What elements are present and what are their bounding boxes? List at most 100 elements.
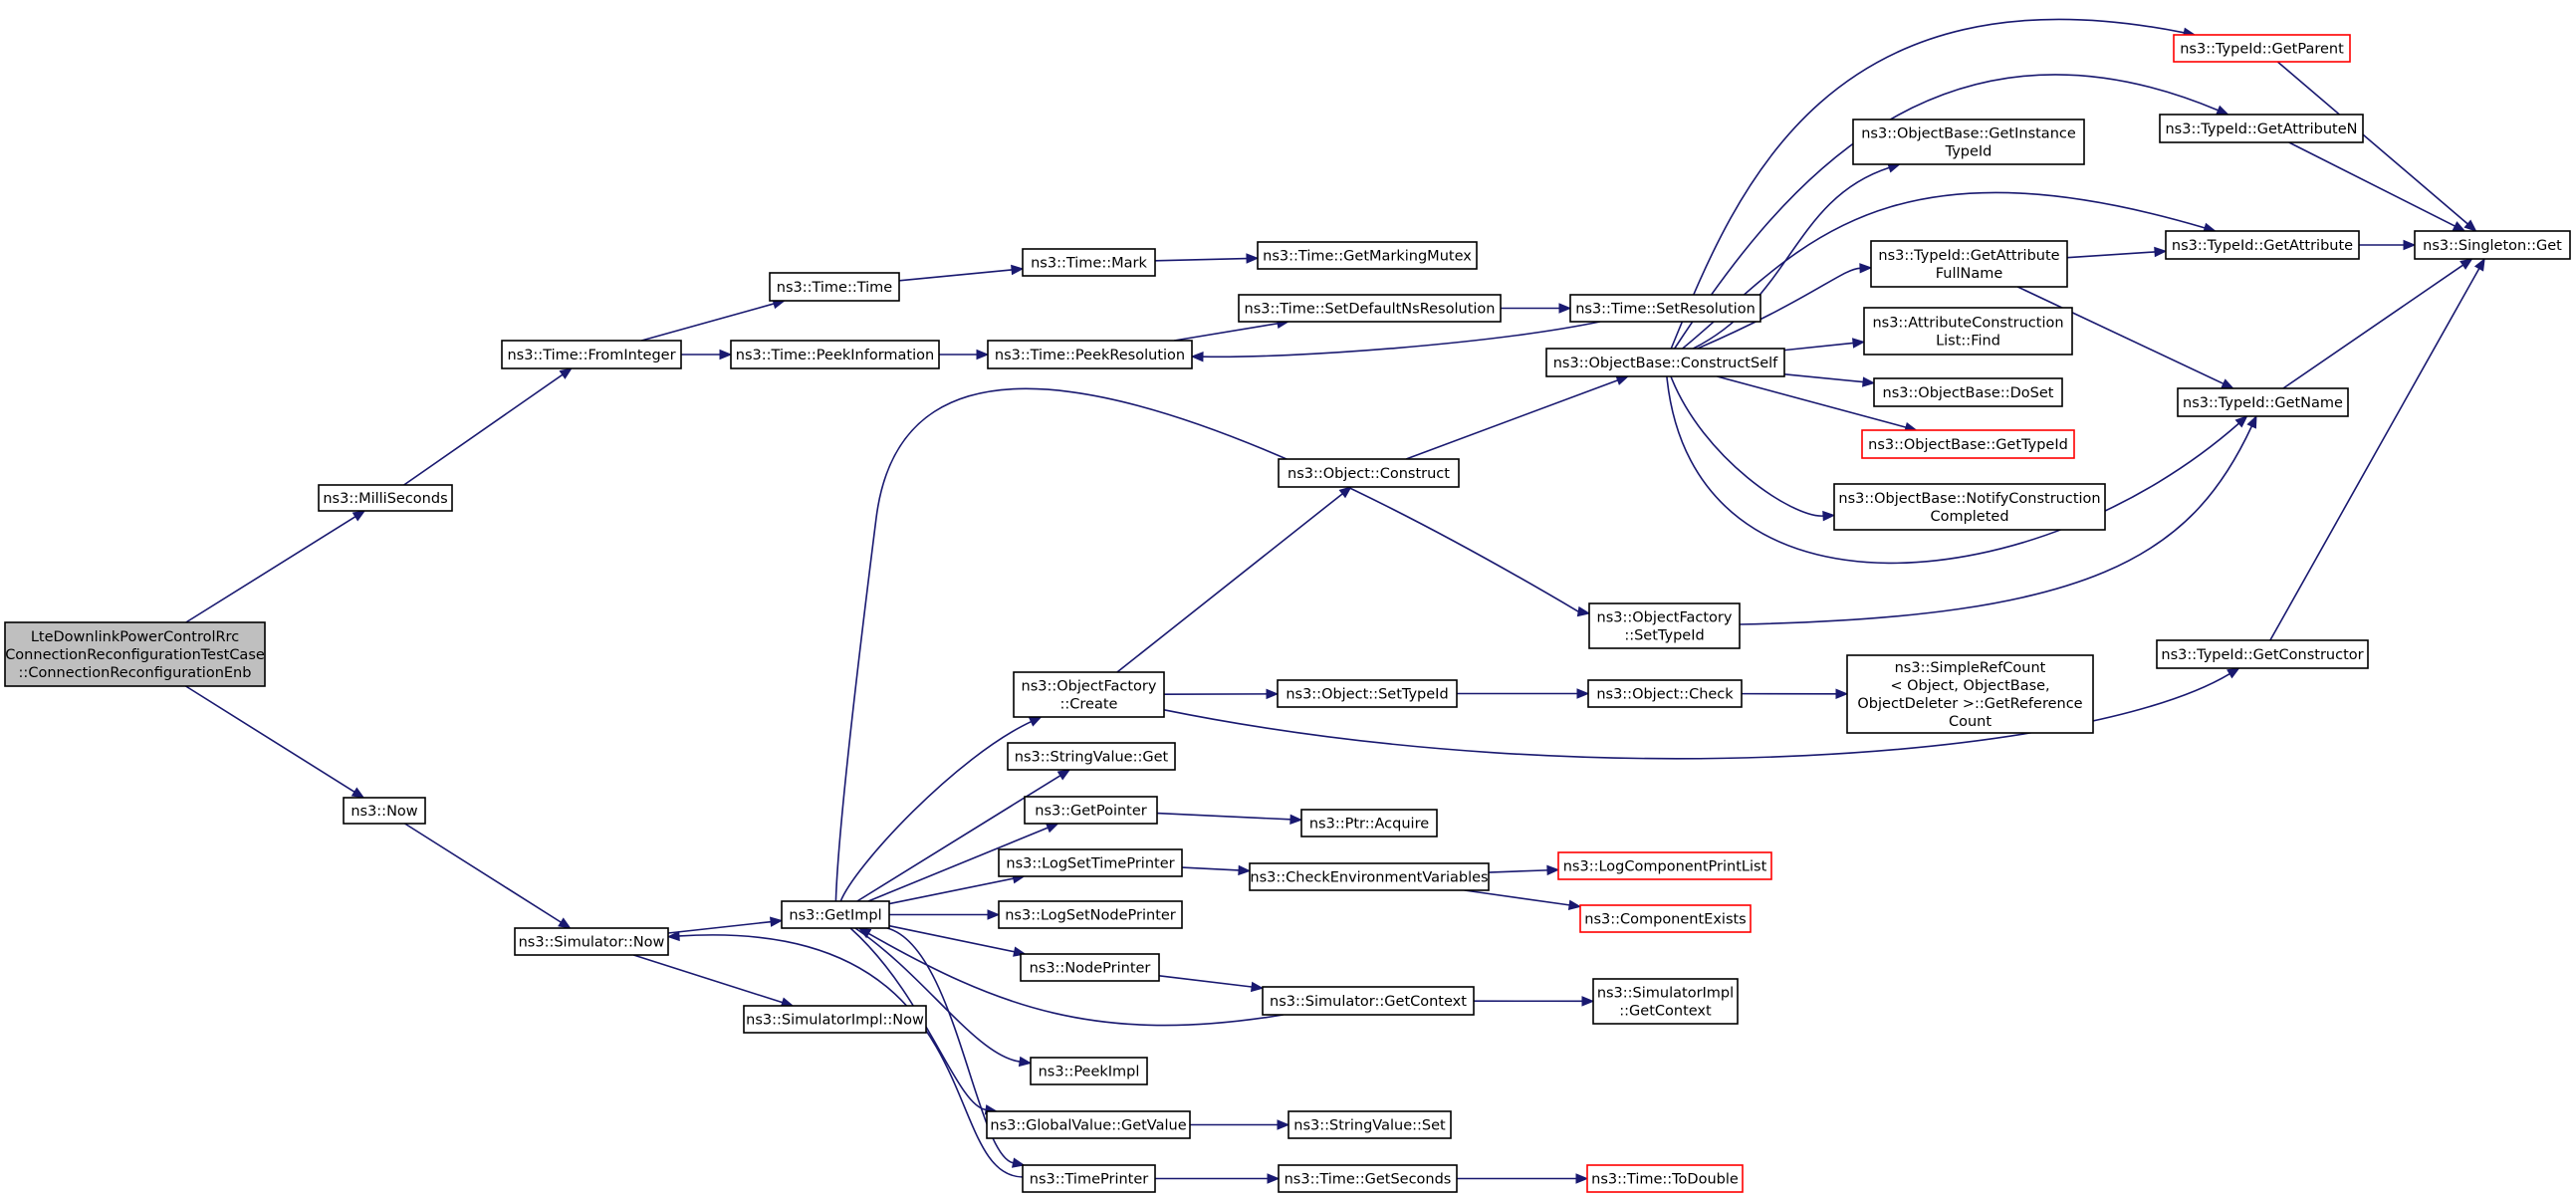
node-GetConstructor[interactable]: ns3::TypeId::GetConstructor (2156, 639, 2369, 669)
node-SimImplNow[interactable]: ns3::SimulatorImpl::Now (743, 1005, 927, 1034)
node-ObjConstruct[interactable]: ns3::Object::Construct (1278, 458, 1460, 488)
node-GetRefCount[interactable]: ns3::SimpleRefCount< Object, ObjectBase,… (1846, 654, 2094, 734)
node-GetParent[interactable]: ns3::TypeId::GetParent (2173, 34, 2351, 63)
edge-line (1693, 166, 1890, 350)
node-PeekInformation[interactable]: ns3::Time::PeekInformation (730, 340, 940, 369)
edge-arrowhead (1852, 338, 1866, 349)
edge-line (2276, 61, 2468, 225)
node-GVGetValue[interactable]: ns3::GlobalValue::GetValue (986, 1110, 1191, 1139)
node-ObjCheck[interactable]: ns3::Object::Check (1587, 679, 1743, 708)
node-GetName[interactable]: ns3::TypeId::GetName (2177, 387, 2349, 417)
edge-line (1783, 342, 1854, 352)
node-CheckEnvVars[interactable]: ns3::CheckEnvironmentVariables (1249, 862, 1490, 891)
node-NodePrinter[interactable]: ns3::NodePrinter (1020, 953, 1160, 982)
node-SetDefaultNsResolution[interactable]: ns3::Time::SetDefaultNsResolution (1238, 294, 1502, 323)
node-box (1545, 348, 1785, 377)
edge-SimGetContext-to-SimImplGetContext (1473, 996, 1595, 1007)
edge-line (641, 303, 775, 342)
node-GetAttributeN[interactable]: ns3::TypeId::GetAttributeN (2159, 114, 2364, 143)
node-label: ns3::LogSetNodePrinter (1005, 908, 1176, 924)
edge-line (1697, 267, 1861, 350)
node-ComponentExists[interactable]: ns3::ComponentExists (1579, 904, 1752, 933)
node-OFSetTypeId[interactable]: ns3::ObjectFactory::SetTypeId (1588, 602, 1741, 649)
node-box (1249, 862, 1490, 891)
node-label: ns3::Object::Check (1596, 687, 1734, 703)
node-Mark[interactable]: ns3::Time::Mark (1022, 248, 1156, 277)
edge-arrowhead (1338, 486, 1352, 499)
node-label: ns3::Time::SetDefaultNsResolution (1245, 302, 1496, 318)
edge-line (1158, 975, 1253, 988)
node-MilliSeconds[interactable]: ns3::MilliSeconds (318, 484, 453, 512)
node-DoSet[interactable]: ns3::ObjectBase::DoSet (1873, 377, 2063, 407)
node-box (1278, 1164, 1458, 1193)
edge-GetSeconds-to-ToDouble (1457, 1173, 1589, 1184)
node-StringValueGet[interactable]: ns3::StringValue::Get (1007, 742, 1176, 771)
edge-ObjCheck-to-GetRefCount (1741, 688, 1849, 700)
node-label: ns3::Time::PeekInformation (736, 348, 934, 363)
node-GetMarkingMutex[interactable]: ns3::Time::GetMarkingMutex (1257, 241, 1478, 270)
node-box (1013, 671, 1165, 718)
node-GetPointer[interactable]: ns3::GetPointer (1024, 796, 1158, 825)
node-NotifyConstruction[interactable]: ns3::ObjectBase::NotifyConstructionCompl… (1833, 483, 2106, 531)
node-ObjBaseGetTypeId[interactable]: ns3::ObjectBase::GetTypeId (1861, 429, 2075, 459)
edge-line (185, 685, 355, 793)
edge-arrowhead (1546, 864, 1560, 876)
node-label: ns3::Singleton::Get (2423, 238, 2562, 254)
node-PtrAcquire[interactable]: ns3::Ptr::Acquire (1300, 809, 1438, 838)
edges-layer (185, 18, 2485, 1184)
node-label: ::GetContext (1619, 1004, 1712, 1020)
node-GetSeconds[interactable]: ns3::Time::GetSeconds (1278, 1164, 1458, 1193)
edge-GetParent-to-SingletonGet (2276, 61, 2477, 232)
node-box (4, 621, 266, 687)
node-Now[interactable]: ns3::Now (343, 797, 426, 825)
node-SimGetContext[interactable]: ns3::Simulator::GetContext (1262, 986, 1475, 1016)
edge-SetDefaultNsResolution-to-SetResolution (1501, 303, 1572, 314)
edge-FromInteger-to-PeekInformation (681, 349, 733, 360)
node-GetImpl[interactable]: ns3::GetImpl (781, 900, 890, 929)
node-label: LteDownlinkPowerControlRrc (31, 629, 239, 645)
edge-TimePrinter-to-SimNow (666, 930, 1024, 1178)
node-SetResolution[interactable]: ns3::Time::SetResolution (1569, 294, 1761, 323)
node-SimNow[interactable]: ns3::Simulator::Now (514, 927, 669, 956)
node-ConstructSelf[interactable]: ns3::ObjectBase::ConstructSelf (1545, 348, 1785, 377)
node-label: ns3::ObjectFactory (1597, 610, 1733, 626)
node-LogSetTimePrinter[interactable]: ns3::LogSetTimePrinter (998, 848, 1183, 877)
node-SingletonGet[interactable]: ns3::Singleton::Get (2414, 230, 2571, 260)
node-label: ns3::TypeId::GetAttribute (1878, 248, 2059, 264)
node-box (2156, 639, 2369, 669)
edge-SetResolution-to-PeekResolution (1190, 321, 1601, 362)
edge-arrowhead (1289, 814, 1303, 826)
node-TimePrinter[interactable]: ns3::TimePrinter (1022, 1164, 1156, 1193)
node-PeekResolution[interactable]: ns3::Time::PeekResolution (987, 340, 1193, 369)
node-box (998, 848, 1183, 877)
node-ToDouble[interactable]: ns3::Time::ToDouble (1586, 1164, 1744, 1193)
edge-line (888, 924, 1015, 953)
edge-arrowhead (559, 367, 573, 379)
edge-line (2066, 251, 2156, 259)
node-PeekImpl[interactable]: ns3::PeekImpl (1030, 1057, 1148, 1085)
node-label: ns3::ObjectBase::GetInstance (1861, 126, 2076, 142)
node-label: ns3::LogComponentPrintList (1563, 859, 1767, 875)
node-box (1861, 429, 2075, 459)
edge-arrowhead (1246, 253, 1260, 264)
node-ObjSetTypeId[interactable]: ns3::Object::SetTypeId (1277, 679, 1458, 708)
node-box (1579, 904, 1752, 933)
node-SimImplGetContext[interactable]: ns3::SimulatorImpl::GetContext (1592, 978, 1739, 1025)
node-label: ns3::Time::Time (777, 280, 893, 296)
edge-line (2288, 141, 2456, 227)
node-FromInteger[interactable]: ns3::Time::FromInteger (501, 340, 682, 369)
node-LogComponentPrintList[interactable]: ns3::LogComponentPrintList (1557, 851, 1772, 880)
node-StringValueSet[interactable]: ns3::StringValue::Set (1288, 1110, 1452, 1139)
node-OFCreate[interactable]: ns3::ObjectFactory::Create (1013, 671, 1165, 718)
edge-line (886, 927, 1014, 1164)
node-TimeTime[interactable]: ns3::Time::Time (769, 272, 900, 302)
edge-line (1202, 321, 1601, 359)
node-LogSetNodePrinter[interactable]: ns3::LogSetNodePrinter (998, 900, 1183, 929)
node-GetAttribute[interactable]: ns3::TypeId::GetAttribute (2165, 230, 2360, 260)
edge-line (1464, 889, 1570, 906)
edge-line (667, 920, 772, 934)
